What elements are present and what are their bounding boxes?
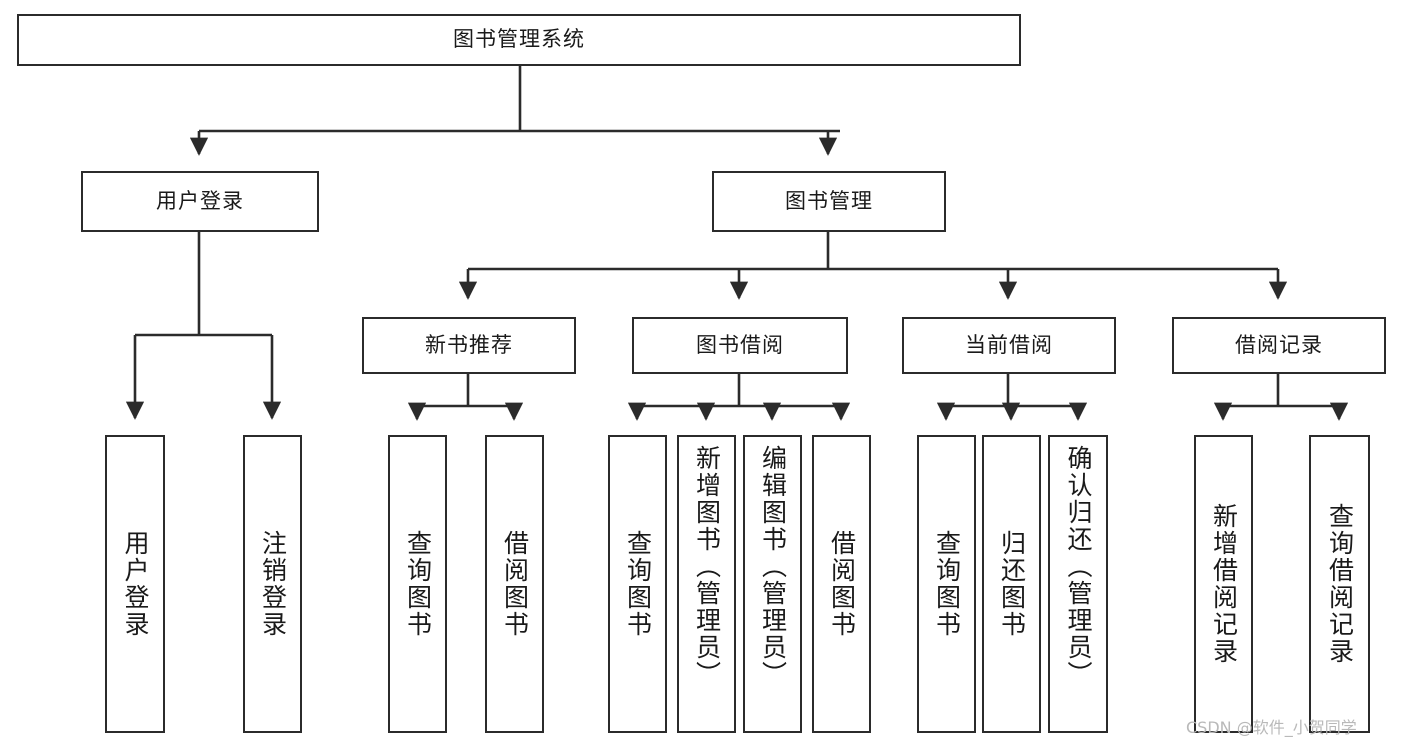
node-label: 新书推荐 (425, 332, 513, 357)
node-root-system[interactable]: 图书管理系统 (17, 14, 1021, 66)
node-label: 归还图书 (997, 530, 1027, 638)
leaf-user-login-signout[interactable]: 注销登录 (243, 435, 302, 733)
node-label: 借阅记录 (1235, 332, 1323, 357)
leaf-borrow-add-book-admin[interactable]: 新增图书（管理员） (677, 435, 736, 733)
node-label: 图书借阅 (696, 332, 784, 357)
leaf-user-login-signin[interactable]: 用户登录 (105, 435, 165, 733)
node-label: 确认归还（管理员） (1064, 445, 1093, 688)
node-book-borrow[interactable]: 图书借阅 (632, 317, 848, 374)
node-label: 图书管理系统 (453, 27, 585, 52)
node-label: 借阅图书 (827, 530, 857, 638)
node-label: 查询借阅记录 (1325, 503, 1355, 665)
node-label: 新增图书（管理员） (692, 445, 722, 688)
leaf-borrow-edit-book-admin[interactable]: 编辑图书（管理员） (743, 435, 802, 733)
leaf-record-query-record[interactable]: 查询借阅记录 (1309, 435, 1370, 733)
node-book-management[interactable]: 图书管理 (712, 171, 946, 232)
node-label: 图书管理 (785, 188, 873, 213)
leaf-current-return-book[interactable]: 归还图书 (982, 435, 1041, 733)
leaf-current-confirm-return-admin[interactable]: 确认归还（管理员） (1048, 435, 1108, 733)
node-label: 查询图书 (932, 530, 962, 638)
leaf-record-add-record[interactable]: 新增借阅记录 (1194, 435, 1253, 733)
leaf-new-book-query[interactable]: 查询图书 (388, 435, 447, 733)
node-label: 当前借阅 (965, 332, 1053, 357)
node-borrow-record[interactable]: 借阅记录 (1172, 317, 1386, 374)
node-current-borrow[interactable]: 当前借阅 (902, 317, 1116, 374)
node-new-book-recommend[interactable]: 新书推荐 (362, 317, 576, 374)
leaf-borrow-query-book[interactable]: 查询图书 (608, 435, 667, 733)
leaf-current-query-book[interactable]: 查询图书 (917, 435, 976, 733)
node-label: 查询图书 (623, 530, 653, 638)
watermark-text: CSDN @软件_小贺同学 (1186, 718, 1357, 737)
leaf-borrow-borrow-book[interactable]: 借阅图书 (812, 435, 871, 733)
leaf-new-book-borrow[interactable]: 借阅图书 (485, 435, 544, 733)
node-label: 借阅图书 (500, 530, 530, 638)
node-label: 用户登录 (121, 530, 150, 638)
node-label: 新增借阅记录 (1209, 503, 1239, 665)
node-label: 查询图书 (403, 530, 433, 638)
node-label: 注销登录 (258, 530, 288, 638)
node-label: 用户登录 (156, 188, 244, 213)
node-user-login[interactable]: 用户登录 (81, 171, 319, 232)
node-label: 编辑图书（管理员） (758, 445, 788, 688)
